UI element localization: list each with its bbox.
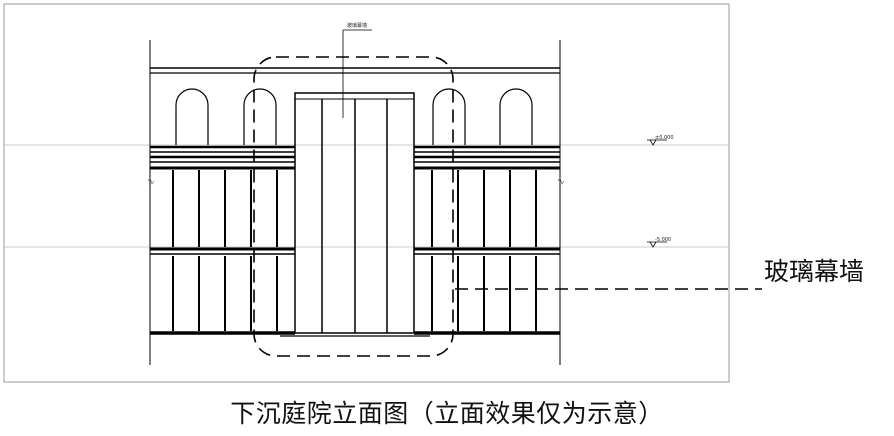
drawing-caption: 下沉庭院立面图（立面效果仅为示意） <box>230 399 664 428</box>
level-marker-lower <box>647 241 667 248</box>
floor-band-upper <box>150 145 560 170</box>
arch-window-group <box>175 88 533 145</box>
curtain-wall-zone-outline <box>253 56 454 357</box>
mullions-left <box>172 170 278 331</box>
break-mark <box>557 177 565 185</box>
arch-window <box>243 88 277 145</box>
mullions-right <box>431 170 537 331</box>
break-mark <box>147 177 155 185</box>
sheet-border <box>3 3 730 383</box>
glass-curtain-wall <box>294 92 415 334</box>
arch-window <box>175 88 209 145</box>
base-line <box>150 331 560 337</box>
level-marker-upper <box>647 139 667 146</box>
floor-band-middle <box>150 247 560 255</box>
top-label: 玻璃幕墙 <box>347 22 367 29</box>
arch-window <box>499 88 533 145</box>
arch-window <box>432 88 466 145</box>
level-mark-lower: -5.000 <box>655 237 671 243</box>
level-mark-upper: ±0.000 <box>655 135 674 141</box>
callout-label: 玻璃幕墙 <box>764 257 865 286</box>
